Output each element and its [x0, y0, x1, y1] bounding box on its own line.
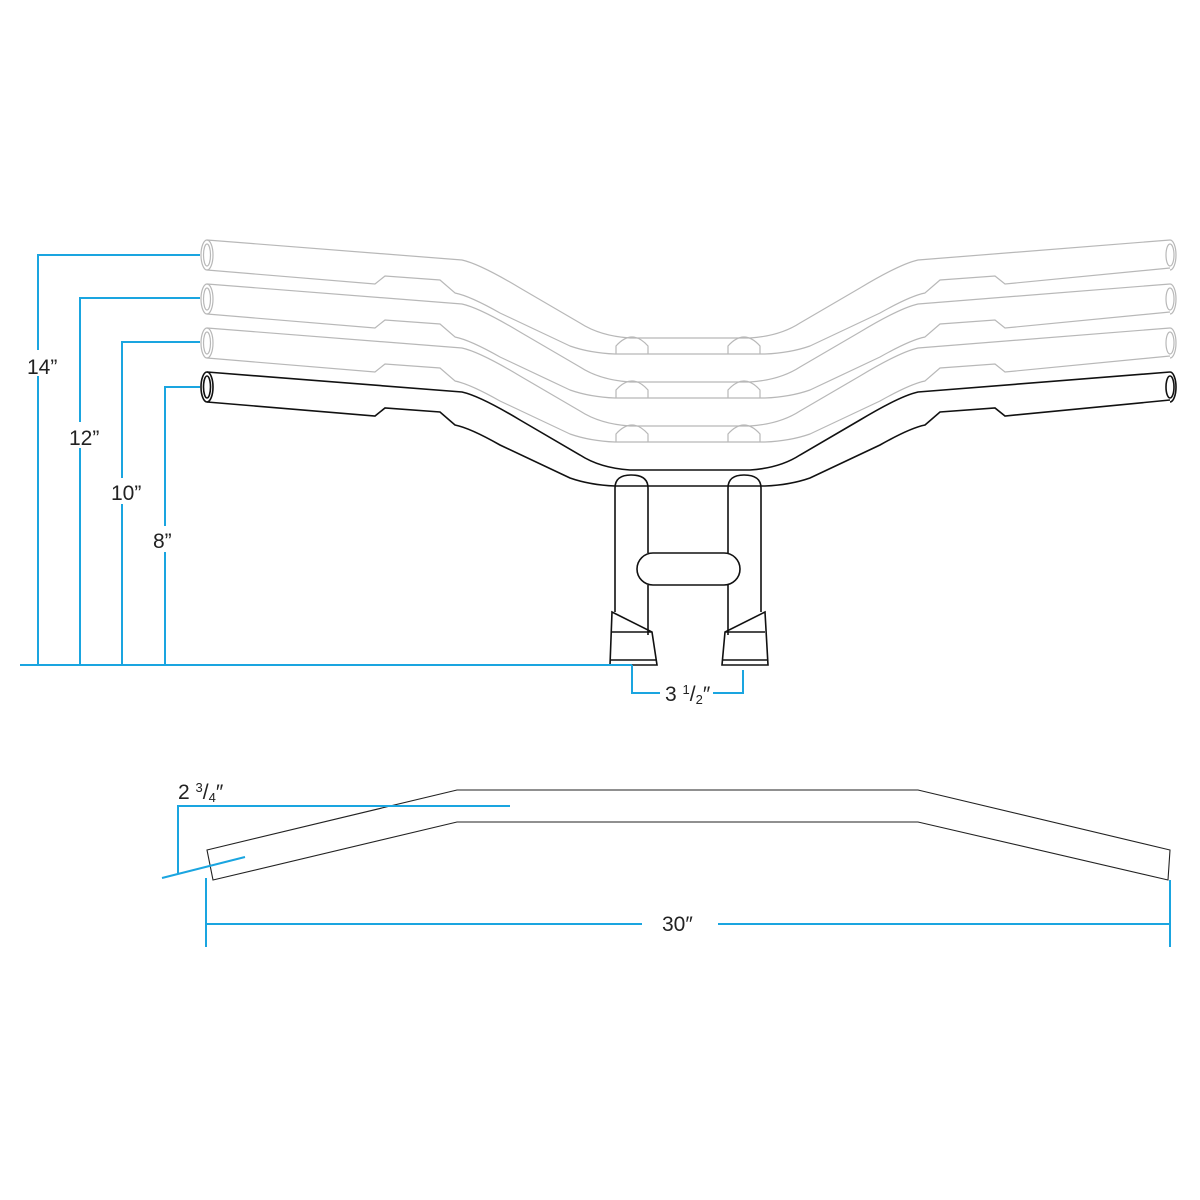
rise-label-8: 8” [153, 530, 172, 553]
handlebar-top-view [206, 789, 1171, 881]
rise-label-14: 14” [27, 356, 57, 379]
riser-spacing-dimension [631, 665, 744, 694]
riser-spacing-label: 3 1/2″ [665, 682, 711, 707]
pullback-dimension [161, 805, 510, 879]
handlebar-14in-ghost [200, 239, 1177, 355]
handlebar-10in-ghost [200, 327, 1177, 443]
handlebar-8in [200, 371, 1177, 666]
rise-dimension-lines [20, 254, 632, 666]
handlebar-12in-ghost [200, 283, 1177, 399]
width-label: 30″ [662, 913, 693, 936]
rise-label-12: 12” [69, 427, 99, 450]
pullback-label: 2 3/4″ [178, 780, 224, 805]
width-dimension [205, 878, 1171, 947]
rise-label-10: 10” [111, 482, 141, 505]
